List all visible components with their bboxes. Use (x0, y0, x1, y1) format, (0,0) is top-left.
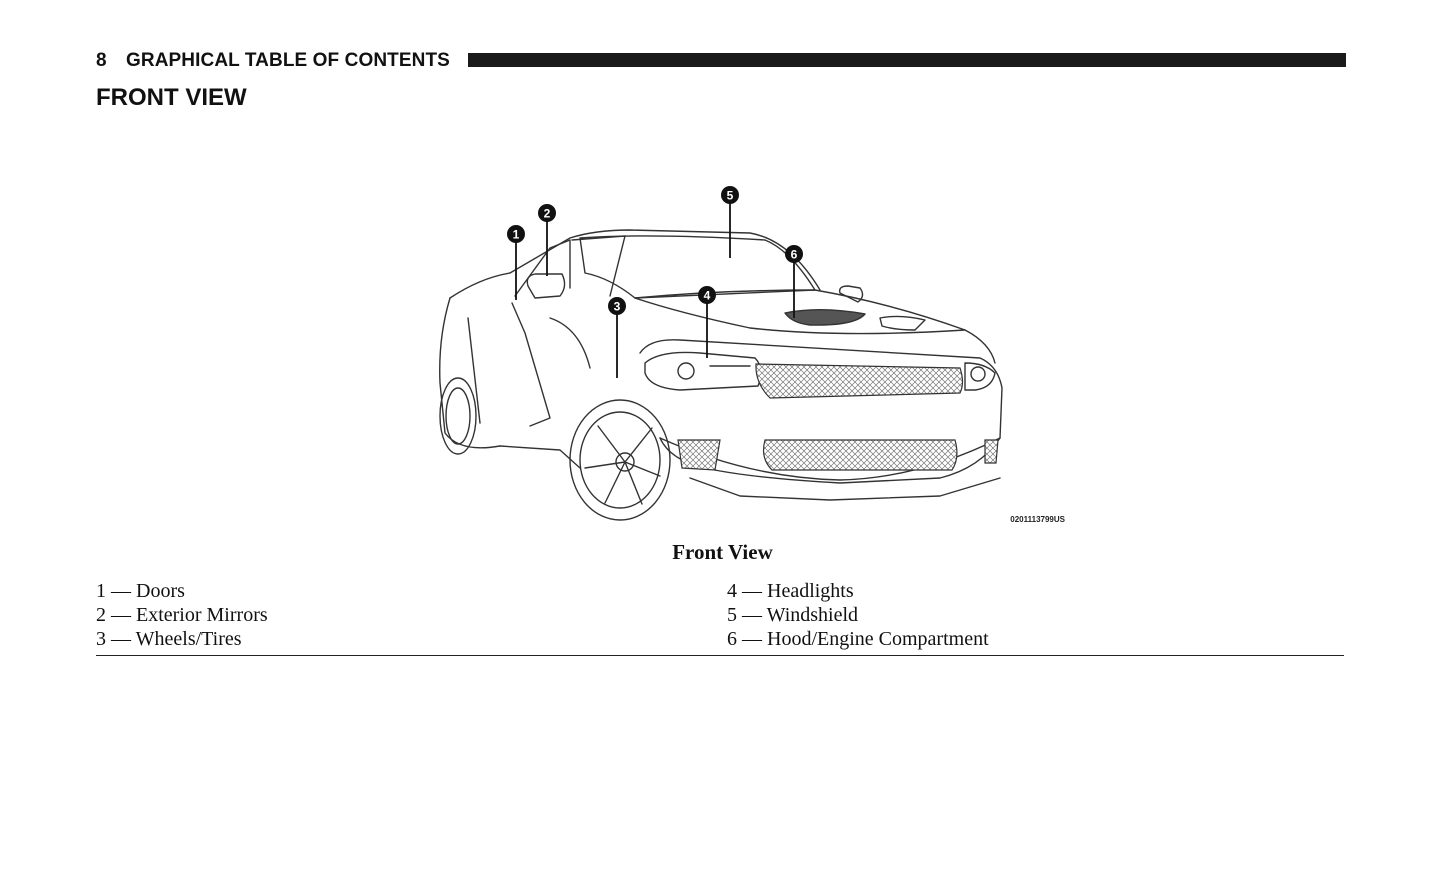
left-fog-grille (677, 439, 721, 471)
section-title: GRAPHICAL TABLE OF CONTENTS (126, 50, 450, 71)
legend-item: 4 — Headlights (727, 580, 854, 602)
legend-item: 2 — Exterior Mirrors (96, 604, 268, 626)
callout-4: 4 (698, 286, 716, 304)
legend-right-column: 4 — Headlights 5 — Windshield 6 — Hood/E… (727, 579, 989, 651)
page-number: 8 (96, 50, 107, 71)
callout-3: 3 (608, 297, 626, 315)
callout-leaders (515, 203, 795, 378)
callout-5: 5 (721, 186, 739, 204)
legend-item: 6 — Hood/Engine Compartment (727, 628, 989, 650)
svg-text:2: 2 (544, 207, 551, 221)
svg-text:6: 6 (791, 248, 798, 262)
upper-grille (755, 363, 964, 399)
lower-grille (762, 439, 958, 471)
figure-code: 0201113799US (1010, 515, 1065, 524)
legend-divider (96, 655, 1344, 656)
right-fog-grille (984, 439, 999, 464)
svg-text:4: 4 (704, 289, 711, 303)
legend-item: 1 — Doors (96, 580, 185, 602)
figure-caption: Front View (672, 540, 773, 564)
svg-text:5: 5 (727, 189, 734, 203)
header-bar (468, 53, 1346, 67)
car-illustration-svg: 1 2 3 4 5 6 0201113799US (439, 186, 1066, 524)
page-title: FRONT VIEW (96, 84, 247, 111)
car-front-view-illustration: 1 2 3 4 5 6 0201113799US (420, 178, 1080, 530)
svg-text:3: 3 (614, 300, 621, 314)
legend-item: 5 — Windshield (727, 604, 859, 626)
callout-1: 1 (507, 225, 525, 243)
page-header: 8 GRAPHICAL TABLE OF CONTENTS (96, 50, 1346, 72)
svg-text:1: 1 (513, 228, 520, 242)
callout-6: 6 (785, 245, 803, 263)
legend-left-column: 1 — Doors 2 — Exterior Mirrors 3 — Wheel… (96, 579, 268, 651)
legend-item: 3 — Wheels/Tires (96, 628, 242, 650)
callout-2: 2 (538, 204, 556, 222)
